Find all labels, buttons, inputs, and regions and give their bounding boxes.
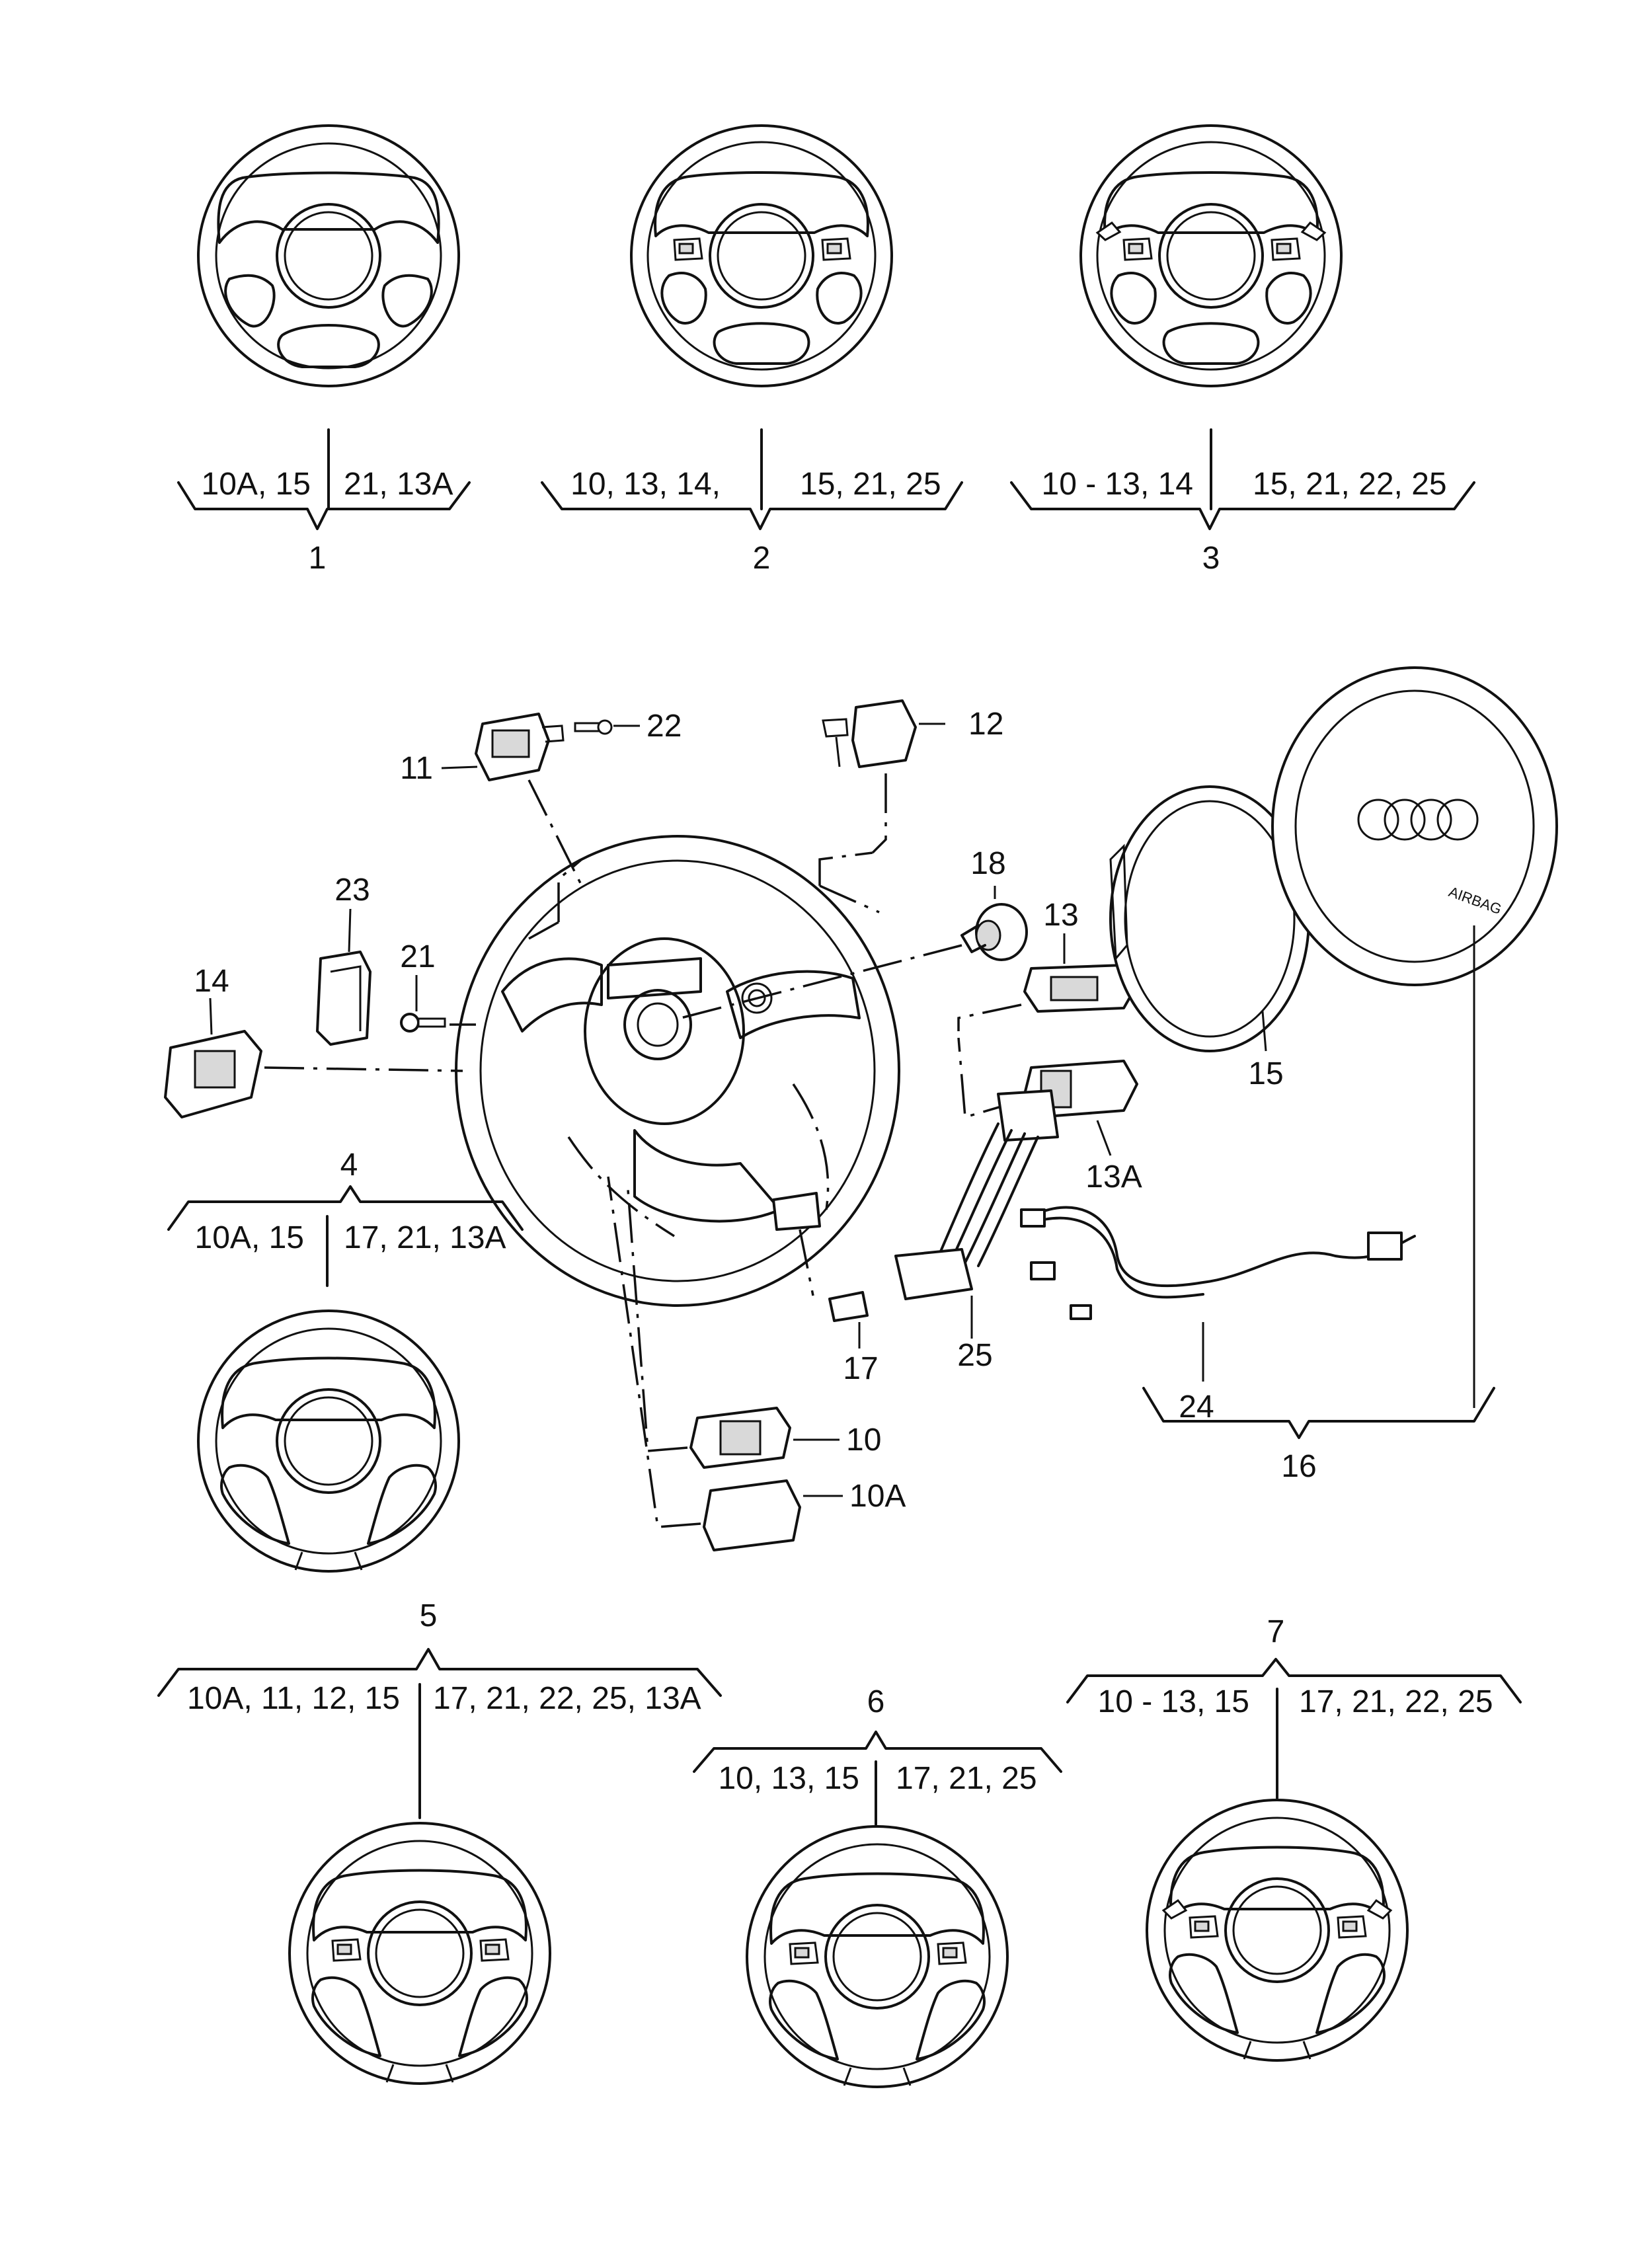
label-12: 12 xyxy=(968,707,1003,742)
part-11-switch: 11 xyxy=(400,713,583,886)
label-14: 14 xyxy=(194,964,229,999)
label-21: 21 xyxy=(400,939,435,974)
label-10: 10 xyxy=(846,1423,881,1458)
part-14-switch: 14 xyxy=(164,964,463,1118)
part-22-screw: 22 xyxy=(574,709,682,744)
label-25: 25 xyxy=(957,1338,992,1373)
variant-3-right-label: 15, 21, 22, 25 xyxy=(1253,467,1447,502)
variant-1-right-label: 21, 13A xyxy=(344,467,453,502)
part-21-screw: 21 xyxy=(400,939,476,1033)
label-16: 16 xyxy=(1281,1449,1316,1484)
variant-4-brace: 4 10A, 15 17, 21, 13A xyxy=(167,1148,524,1287)
variant-7-wheel xyxy=(1147,1800,1407,2060)
label-24: 24 xyxy=(1179,1389,1214,1425)
label-10A: 10A xyxy=(849,1479,906,1514)
variant-2-left-label: 10, 13, 14, xyxy=(570,467,721,502)
part-23-clip: 23 xyxy=(316,873,372,1046)
variant-2-number: 2 xyxy=(753,541,771,576)
variant-7-left-label: 10 - 13, 15 xyxy=(1098,1684,1250,1719)
variant-1-number: 1 xyxy=(309,541,327,576)
part-10A-switch: 10A xyxy=(607,1176,906,1551)
variant-3-number: 3 xyxy=(1202,541,1220,576)
variant-7-number: 7 xyxy=(1267,1614,1285,1649)
variant-6-left-label: 10, 13, 15 xyxy=(718,1761,859,1796)
label-22: 22 xyxy=(646,709,682,744)
part-18-button: 18 xyxy=(680,846,1028,1019)
label-13A: 13A xyxy=(1085,1159,1142,1194)
label-18: 18 xyxy=(970,846,1005,881)
label-11: 11 xyxy=(400,751,433,786)
variant-3-left-label: 10 - 13, 14 xyxy=(1042,467,1194,502)
label-13: 13 xyxy=(1043,898,1078,933)
variant-4-wheel xyxy=(197,1310,460,1573)
label-17: 17 xyxy=(843,1351,878,1386)
part-10-switch: 10 xyxy=(627,1189,881,1469)
variant-5-brace: 5 10A, 11, 12, 15 17, 21, 22, 25, 13A xyxy=(157,1598,722,1819)
part-24-cable: 24 xyxy=(1020,1206,1416,1425)
part-16-brace: 16 xyxy=(1142,925,1495,1484)
variant-1-wheel xyxy=(197,124,460,387)
variant-3-wheel xyxy=(1081,126,1341,386)
variant-5-right-label: 17, 21, 22, 25, 13A xyxy=(433,1681,701,1716)
variant-1-left-label: 10A, 15 xyxy=(202,467,311,502)
part-25-harness: 25 xyxy=(894,1089,1059,1373)
variant-4-number: 4 xyxy=(340,1148,358,1183)
main-steering-wheel xyxy=(455,835,900,1307)
variant-6-right-label: 17, 21, 25 xyxy=(896,1761,1037,1796)
variant-6-brace: 6 10, 13, 15 17, 21, 25 xyxy=(693,1684,1062,1826)
variant-7-right-label: 17, 21, 22, 25 xyxy=(1299,1684,1493,1719)
variant-2-right-label: 15, 21, 25 xyxy=(800,467,941,502)
variant-7-brace: 7 10 - 13, 15 17, 21, 22, 25 xyxy=(1066,1614,1522,1799)
variant-6-wheel xyxy=(747,1826,1007,2087)
variant-2-wheel xyxy=(631,126,892,386)
label-15: 15 xyxy=(1248,1056,1283,1091)
part-17-pad: 17 xyxy=(772,1192,879,1386)
variant-5-number: 5 xyxy=(420,1598,438,1633)
variant-3-brace: 10 - 13, 14 15, 21, 22, 25 3 xyxy=(1010,428,1475,576)
variant-2-brace: 10, 13, 14, 15, 21, 25 2 xyxy=(541,428,963,576)
part-12-switch: 12 xyxy=(822,699,1003,854)
part-15-airbag-cover: AIRBAG 15 xyxy=(1109,666,1558,1091)
label-23: 23 xyxy=(334,873,370,908)
variant-1-brace: 10A, 15 21, 13A 1 xyxy=(177,428,471,576)
variant-6-number: 6 xyxy=(867,1684,885,1719)
variant-4-right-label: 17, 21, 13A xyxy=(344,1220,506,1255)
variant-4-left-label: 10A, 15 xyxy=(195,1220,304,1255)
variant-5-left-label: 10A, 11, 12, 15 xyxy=(187,1681,400,1716)
part-13-switch: 13 xyxy=(957,898,1138,1031)
variant-5-wheel xyxy=(290,1823,550,2084)
